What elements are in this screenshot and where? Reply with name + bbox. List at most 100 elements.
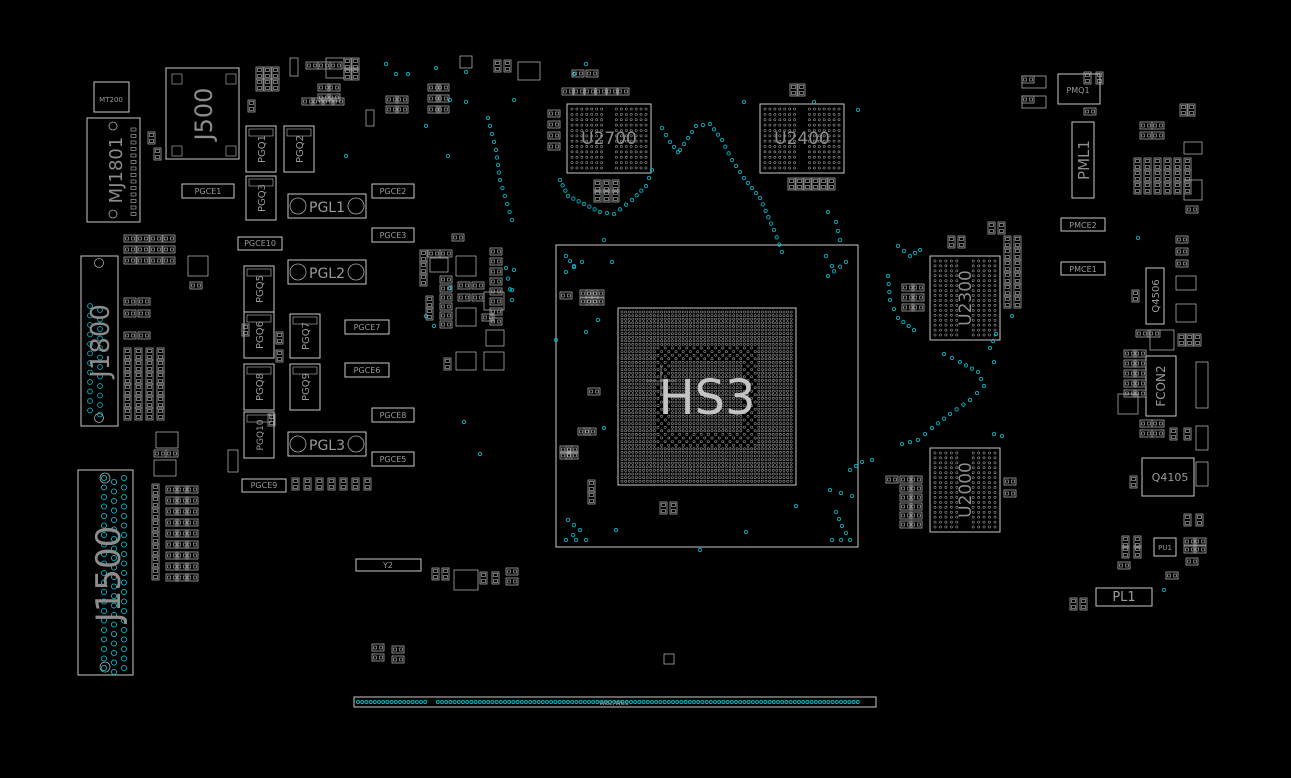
gpu-ball (631, 422, 635, 425)
pgce2-outline[interactable] (371, 183, 415, 199)
u2000-outline[interactable] (929, 447, 1001, 533)
smd-cluster-pad (147, 349, 152, 353)
mt200-outline[interactable] (93, 81, 130, 113)
via-trail (859, 459, 865, 465)
gpu-ball (696, 393, 699, 397)
gpu-ball (739, 407, 743, 411)
gpu-ball (746, 379, 750, 382)
gpu-ball (710, 325, 714, 328)
gpu-ball (667, 422, 671, 425)
gpu-ball (739, 400, 743, 404)
smd-cluster-pad (170, 236, 174, 241)
pl1-outline[interactable] (1095, 587, 1153, 607)
j1800-outline[interactable] (80, 255, 119, 427)
via-trail (611, 211, 617, 217)
gpu-ball (653, 479, 656, 483)
pmce2-outline[interactable] (1060, 217, 1106, 232)
pgq9-outline[interactable] (289, 363, 321, 411)
pgce5-outline[interactable] (371, 451, 415, 467)
pgce9-outline[interactable] (241, 478, 287, 493)
pgl2-outline[interactable] (287, 259, 367, 285)
gpu-ball (635, 418, 638, 422)
hs3-outline[interactable] (555, 244, 859, 548)
pgce1-outline[interactable] (181, 183, 235, 199)
smd-cluster (827, 177, 836, 191)
pgq7-outline[interactable] (289, 313, 321, 359)
u2700-ball (595, 123, 599, 127)
gpu-ball (667, 371, 671, 375)
pgce10-outline[interactable] (237, 236, 283, 251)
q4506-outline[interactable] (1145, 267, 1165, 325)
pgce3-outline[interactable] (371, 227, 415, 243)
pml1-outline[interactable] (1071, 121, 1095, 199)
gpu-ball (717, 465, 721, 469)
gpu-ball (732, 368, 735, 371)
smd-cluster-pad (581, 291, 585, 296)
j1500-pin (120, 522, 128, 529)
u2700-outline[interactable] (566, 103, 652, 174)
gpu-ball (743, 314, 746, 317)
gpu-ball (649, 361, 653, 364)
gpu-ball (732, 436, 735, 440)
pmce1-outline[interactable] (1060, 261, 1106, 276)
pgl3-outline[interactable] (287, 431, 367, 457)
gpu-ball (735, 353, 739, 357)
gpu-ball (775, 353, 779, 357)
pgq1-outline[interactable] (245, 125, 277, 173)
u2400-outline[interactable] (759, 103, 845, 174)
pgq3-outline[interactable] (245, 175, 277, 221)
gpu-ball (786, 325, 789, 328)
gpu-ball (689, 393, 692, 397)
gpu-ball (703, 436, 707, 440)
smd-cluster (317, 83, 331, 92)
gpu-ball (692, 397, 696, 400)
pgq2-outline[interactable] (283, 125, 315, 173)
smd-cluster-pad (145, 311, 149, 316)
gpu-ball (689, 328, 692, 332)
gpu-ball (645, 393, 649, 397)
pu1-outline[interactable] (1153, 537, 1177, 557)
u2300-outline[interactable] (929, 255, 1001, 341)
j1800-pin (87, 398, 93, 404)
j1800-pin (87, 322, 93, 328)
gpu-ball (732, 458, 735, 461)
j1500-outline[interactable] (77, 469, 134, 676)
gpu-ball (725, 436, 728, 440)
gpu-ball (689, 447, 692, 451)
u2400-ball (768, 134, 772, 138)
gpu-ball (638, 411, 642, 415)
smd-cluster-pad (581, 299, 585, 304)
smd-cluster-pad (1165, 183, 1170, 187)
gpu-ball (645, 310, 649, 314)
smd-cluster-pad (273, 74, 278, 78)
pmq1-outline[interactable] (1057, 73, 1101, 105)
edge-connector-outline[interactable] (353, 696, 877, 708)
u2000-ball (933, 486, 937, 489)
label-pmce1: PMCE1 (1069, 265, 1096, 274)
gpu-die-outline[interactable] (617, 307, 797, 486)
u2300-ball (971, 264, 975, 268)
pgq6-outline[interactable] (243, 311, 275, 359)
pgq10-outline[interactable] (243, 411, 275, 459)
pgce7-outline[interactable] (344, 319, 390, 335)
gpu-ball (710, 393, 714, 397)
smd-cluster-pad (167, 509, 171, 514)
j1500-pin (120, 560, 128, 567)
gpu-ball (786, 472, 789, 476)
smd-cluster (329, 61, 343, 70)
gpu-ball (732, 397, 735, 400)
pgce8-outline[interactable] (371, 407, 415, 423)
mj1801-outline[interactable] (86, 117, 141, 223)
via-trail (489, 131, 495, 137)
y2-outline[interactable] (355, 558, 422, 572)
j500-outline[interactable] (165, 67, 240, 160)
pgq8-outline[interactable] (243, 363, 275, 411)
pgce6-outline[interactable] (344, 362, 390, 378)
smd-cluster (185, 518, 199, 527)
smd-cluster-pad (917, 495, 921, 500)
gpu-ball (689, 436, 692, 440)
gpu-ball (685, 400, 689, 404)
gpu-ball (721, 451, 725, 454)
pgl1-outline[interactable] (287, 193, 367, 219)
q4105-outline[interactable] (1141, 457, 1195, 497)
